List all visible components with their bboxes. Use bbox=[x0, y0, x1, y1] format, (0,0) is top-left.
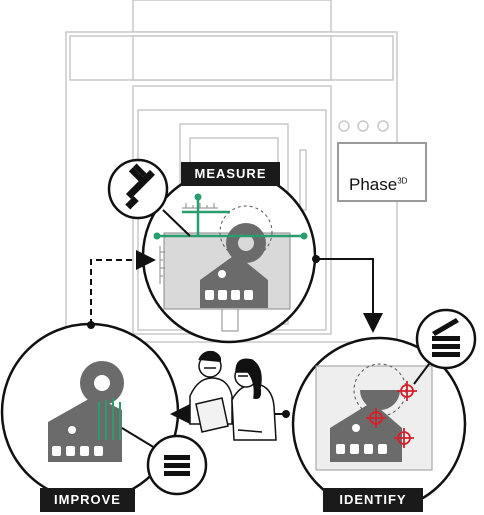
printed-part bbox=[48, 361, 124, 462]
arrow-measure-to-identify bbox=[316, 258, 383, 333]
logo-brand: Phase bbox=[349, 175, 398, 194]
measurement-lines bbox=[157, 197, 304, 238]
identify-label: IDENTIFY bbox=[323, 488, 423, 512]
identify-stage bbox=[291, 308, 477, 512]
improve-label: IMPROVE bbox=[40, 488, 135, 512]
phase3d-logo: Phase3D bbox=[337, 142, 427, 202]
scan-layers-icon bbox=[415, 308, 477, 370]
measure-label: MEASURE bbox=[181, 162, 280, 186]
logo-brand-sup: 3D bbox=[397, 176, 408, 186]
engineers-illustration bbox=[189, 350, 277, 441]
arrow-improve-to-measure bbox=[90, 250, 156, 325]
logo-text: Phase3D bbox=[349, 175, 407, 195]
caliper-icon bbox=[107, 158, 169, 220]
improve-stage bbox=[0, 322, 208, 502]
defect-markers bbox=[366, 381, 417, 448]
support-ribs bbox=[98, 398, 121, 440]
build-chamber-view bbox=[153, 193, 308, 332]
menu-lines-icon bbox=[146, 434, 208, 496]
ruler-marks bbox=[159, 203, 218, 284]
